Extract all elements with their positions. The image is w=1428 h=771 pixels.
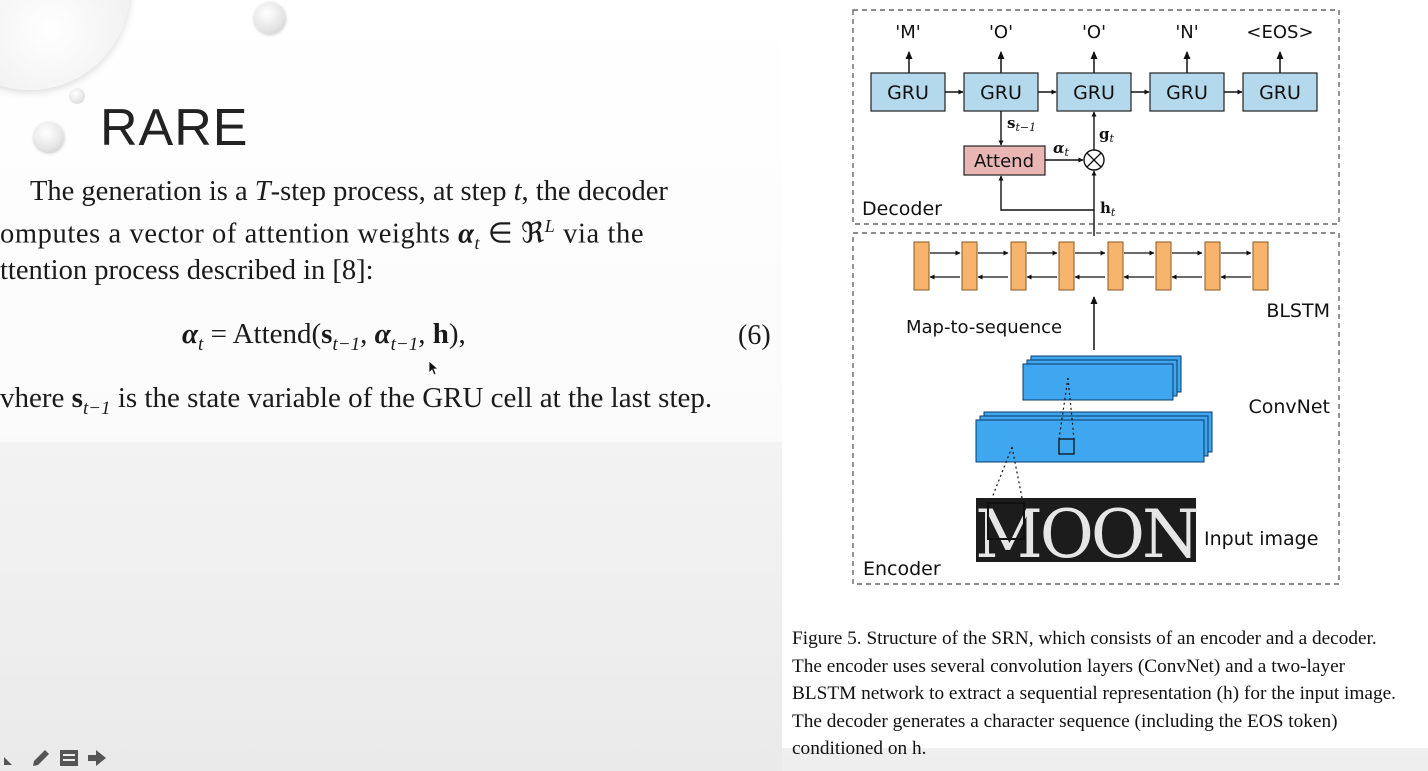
eq-h: h xyxy=(432,318,449,350)
convnet-lower-stack xyxy=(975,411,1213,463)
text-run: omputes a vector of attention weights xyxy=(0,218,459,250)
math-sub: t−1 xyxy=(82,397,111,419)
state-label: st−1 xyxy=(1007,114,1036,134)
equation-6: αt = Attend(st−1, αt−1, h), xyxy=(182,318,466,356)
gru-cell xyxy=(1056,72,1132,112)
gru-label: GRU xyxy=(1166,82,1208,104)
input-patch-box xyxy=(987,502,1025,540)
figure-caption: Figure 5. Structure of the SRN, which co… xyxy=(792,628,1396,760)
output-label: <EOS> xyxy=(1246,22,1313,43)
receptive-field-box xyxy=(1058,438,1075,455)
blstm-cell xyxy=(1058,241,1075,291)
eq-text: = Attend( xyxy=(203,318,322,350)
multiply-x-stroke xyxy=(1086,152,1102,168)
feature-map-layer xyxy=(1022,363,1174,401)
output-label: 'N' xyxy=(1175,22,1198,43)
text-run: via the xyxy=(555,218,645,250)
math-alpha: α xyxy=(458,218,475,250)
input-image-word: MOON xyxy=(975,496,1197,573)
text-run: The generation is a xyxy=(30,176,255,207)
slide-title: RARE xyxy=(100,99,249,157)
slide-lower-panel xyxy=(0,442,782,771)
eq-alpha: α xyxy=(182,318,199,350)
convnet-upper-stack xyxy=(1022,355,1182,401)
equation-number: (6) xyxy=(738,320,771,351)
feature-map-layer xyxy=(975,419,1205,463)
input-image xyxy=(976,498,1196,562)
decoder-label: Decoder xyxy=(862,198,942,220)
gru-row: GRU GRU GRU GRU GRU xyxy=(870,72,1318,112)
presentation-toolbar xyxy=(0,744,142,771)
h-to-attend-line xyxy=(998,175,1094,211)
glimpse-label: gt xyxy=(1099,125,1115,145)
blstm-cell xyxy=(1204,241,1221,291)
eq-sub: t xyxy=(198,333,204,355)
encoder-label: Encoder xyxy=(863,558,941,580)
gru-label: GRU xyxy=(1073,82,1115,104)
map-to-sequence-label: Map-to-sequence xyxy=(906,317,1062,338)
blstm-cell xyxy=(1252,241,1269,291)
eq-sub: t−1 xyxy=(390,333,419,355)
pointer-icon[interactable] xyxy=(2,747,24,769)
attend-label: Attend xyxy=(974,151,1034,172)
blstm-cell xyxy=(1010,241,1027,291)
where-line: vhere st−1 is the state variable of the … xyxy=(0,382,712,420)
text-run: , the decoder xyxy=(521,176,668,207)
attend-box xyxy=(963,145,1046,176)
input-image-label: Input image xyxy=(1204,528,1318,550)
blstm-layer xyxy=(913,241,1269,291)
eq-s: s xyxy=(321,318,333,350)
gru-label: GRU xyxy=(887,82,929,104)
math-T: T xyxy=(254,176,271,207)
eq-alpha: α xyxy=(374,318,391,350)
slides-menu-icon[interactable] xyxy=(58,747,80,769)
math-sub-t: t xyxy=(474,233,481,254)
math-sup-L: L xyxy=(544,216,556,236)
blstm-cell xyxy=(913,241,930,291)
mouse-cursor-icon xyxy=(428,360,440,376)
receptive-field-line xyxy=(1058,377,1069,440)
text-run: is the state variable of the GRU cell at… xyxy=(110,382,713,414)
decorative-bubble-small xyxy=(254,2,286,34)
h-label: ht xyxy=(1100,199,1116,219)
decoder-box xyxy=(852,9,1340,225)
gru-label: GRU xyxy=(1259,82,1301,104)
blstm-cell xyxy=(1107,241,1124,291)
alpha-label: αt xyxy=(1053,139,1070,159)
math-s: s xyxy=(71,382,83,414)
gru-cell xyxy=(1149,72,1225,112)
output-label: 'M' xyxy=(895,22,920,43)
encoder-box xyxy=(852,232,1340,585)
paragraph-line-1: The generation is a T-step process, at s… xyxy=(30,176,668,208)
math-t: t xyxy=(513,176,522,207)
blstm-cell xyxy=(961,241,978,291)
srn-architecture-diagram: Decoder Encoder 'M' 'O' 'O' 'N' <EOS> GR… xyxy=(852,9,1340,585)
decorative-bubble-large xyxy=(0,0,130,90)
math-in-reals: ∈ ℜ xyxy=(480,218,545,250)
output-label: 'O' xyxy=(1082,22,1106,43)
pen-icon[interactable] xyxy=(30,747,52,769)
paragraph-line-3: ttention process described in [8]: xyxy=(0,255,374,286)
eq-sep: , xyxy=(360,318,375,350)
eq-close: ), xyxy=(448,318,466,350)
next-arrow-icon[interactable] xyxy=(86,747,108,769)
title-bullet-bubble xyxy=(34,122,64,152)
gru-label: GRU xyxy=(980,82,1022,104)
decorative-bubble-tiny xyxy=(69,88,85,104)
receptive-field-line xyxy=(989,446,1013,504)
convnet-label: ConvNet xyxy=(1248,396,1330,418)
gru-cell xyxy=(1242,72,1318,112)
blstm-label: BLSTM xyxy=(1266,300,1330,322)
output-label: 'O' xyxy=(989,22,1013,43)
blstm-cell xyxy=(1155,241,1172,291)
receptive-field-line xyxy=(1067,377,1075,440)
text-run: -step process, at step xyxy=(270,176,514,207)
eq-sep: , xyxy=(418,318,433,350)
text-run: vhere xyxy=(0,382,72,414)
eq-sub: t−1 xyxy=(332,333,361,355)
paragraph-line-2: omputes a vector of attention weights αt… xyxy=(0,216,644,254)
